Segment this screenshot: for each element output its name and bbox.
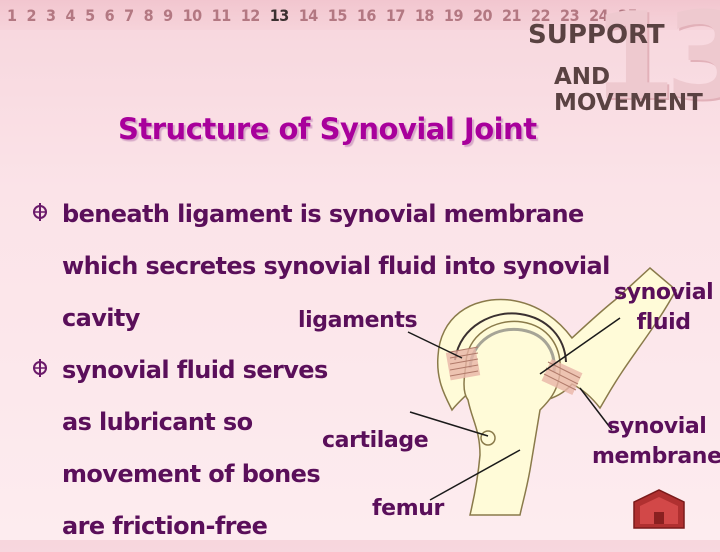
leader-synovial-fluid [539,317,621,375]
leader-synovial-membrane [579,387,613,431]
chapter-link-23[interactable]: 23 [560,5,580,25]
chapter-link-5[interactable]: 5 [85,5,95,25]
chapter-link-3[interactable]: 3 [46,5,56,25]
chapter-link-1[interactable]: 1 [7,5,17,25]
synovial-joint-diagram [407,267,677,516]
chapter-link-20[interactable]: 20 [472,5,493,25]
chapter-link-16[interactable]: 16 [356,5,377,25]
chapter-link-8[interactable]: 8 [143,5,154,25]
ornament-bullet-icon [33,203,47,221]
leader-femur [429,449,521,501]
bullet-list: beneath ligament is synovial membrane whi… [30,188,650,552]
chapter-link-17[interactable]: 17 [385,5,406,25]
leader-cartilage [409,411,489,437]
chapter-link-22[interactable]: 22 [531,5,551,25]
bullet-line: synovial fluid serves [62,356,328,384]
chapter-link-6[interactable]: 6 [104,5,115,25]
bullet-line: as lubricant so [62,408,253,436]
label-synovial-membrane-line1: synovial [607,414,707,439]
chapter-link-21[interactable]: 21 [501,5,522,25]
chapter-link-24[interactable]: 24 [589,5,609,25]
chapter-link-18[interactable]: 18 [414,5,435,25]
chapter-link-2[interactable]: 2 [26,5,37,25]
bullet-line: are friction-free [62,512,268,540]
chapter-link-19[interactable]: 19 [443,5,464,25]
chapter-link-13[interactable]: 13 [269,5,290,25]
cartilage-arc [468,327,556,373]
chapter-title-line1: SUPPORT [528,20,665,50]
ligament-lines-left [449,346,479,377]
label-ligaments: ligaments [298,308,418,333]
bullet-line: beneath ligament is synovial membrane [62,200,584,228]
chapter-link-10[interactable]: 10 [182,5,203,25]
chapter-link-12[interactable]: 12 [240,5,261,25]
label-synovial-membrane-line2: membrane [592,444,720,469]
label-cartilage: cartilage [322,428,429,453]
slide-title: Structure of Synovial Joint [118,112,537,146]
chapter-link-14[interactable]: 14 [298,5,319,25]
label-synovial-fluid-line1: synovial [614,280,714,305]
chapter-link-7[interactable]: 7 [124,5,134,25]
chapter-link-25[interactable]: 25 [618,5,638,25]
chapter-link-9[interactable]: 9 [163,5,173,25]
ornament-bullet-icon [33,359,47,377]
label-synovial-membrane: synovial membrane [592,412,720,472]
chapter-number-watermark: 13 [592,0,720,127]
label-synovial-fluid: synovial fluid [614,278,714,338]
chapter-link-4[interactable]: 4 [65,5,76,25]
chapter-link-11[interactable]: 11 [211,5,232,25]
home-nav-icon[interactable] [630,488,688,532]
joint-cavity-line [454,312,567,363]
chapter-title-line2: AND MOVEMENT [554,64,703,116]
ligament-band-right [541,358,583,396]
label-femur: femur [372,496,444,521]
femur-shape [463,320,561,516]
chapter-link-15[interactable]: 15 [327,5,348,25]
bullet-line: which secretes synovial fluid into synov… [62,252,610,280]
bullet-item: beneath ligament is synovial membrane whi… [30,188,650,344]
label-synovial-fluid-line2: fluid [636,310,691,335]
bullet-line: cavity [62,304,140,332]
bullet-line: movement of bones [62,460,321,488]
leader-ligaments [407,331,463,359]
bullet-item: synovial fluid serves as lubricant so move… [30,344,650,552]
